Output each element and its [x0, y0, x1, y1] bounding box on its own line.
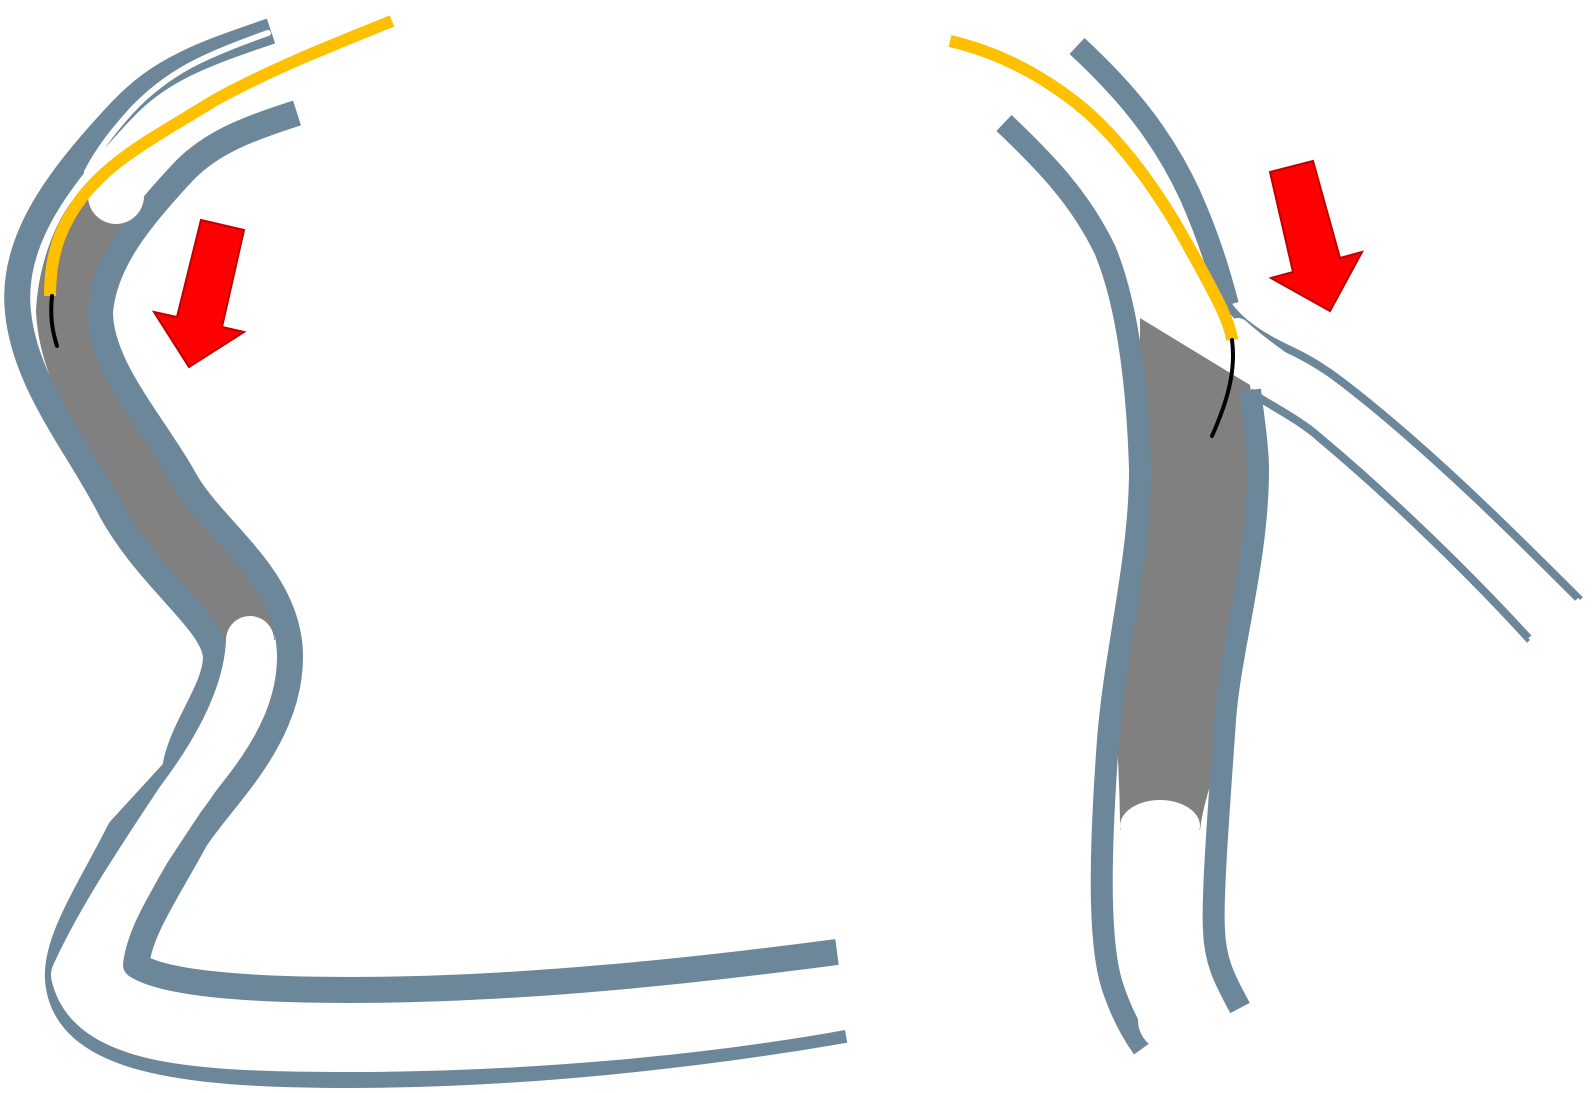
right-guidewire: [1210, 338, 1236, 438]
left-red-arrow-icon: [151, 218, 247, 369]
left-vessel-inner-wall: [87, 100, 839, 1003]
right-panel: [948, 35, 1583, 1055]
right-branch-lumen: [1226, 318, 1564, 630]
left-lumen-upper: [84, 30, 271, 175]
right-vessel-right-wall: [1202, 388, 1269, 1014]
right-lumen-lower: [1128, 808, 1202, 1052]
left-lumen-end-cap: [236, 624, 268, 656]
right-vessel-upper-wall: [1069, 37, 1239, 308]
left-panel: [4, 15, 867, 1088]
left-catheter: [44, 15, 395, 297]
right-catheter: [948, 35, 1238, 341]
left-guidewire: [49, 294, 59, 348]
right-vessel-left-wall: [996, 115, 1152, 1055]
left-lumen-lower: [51, 616, 867, 1072]
right-red-arrow-icon: [1268, 159, 1364, 313]
left-vessel-outer-wall: [4, 18, 848, 1088]
